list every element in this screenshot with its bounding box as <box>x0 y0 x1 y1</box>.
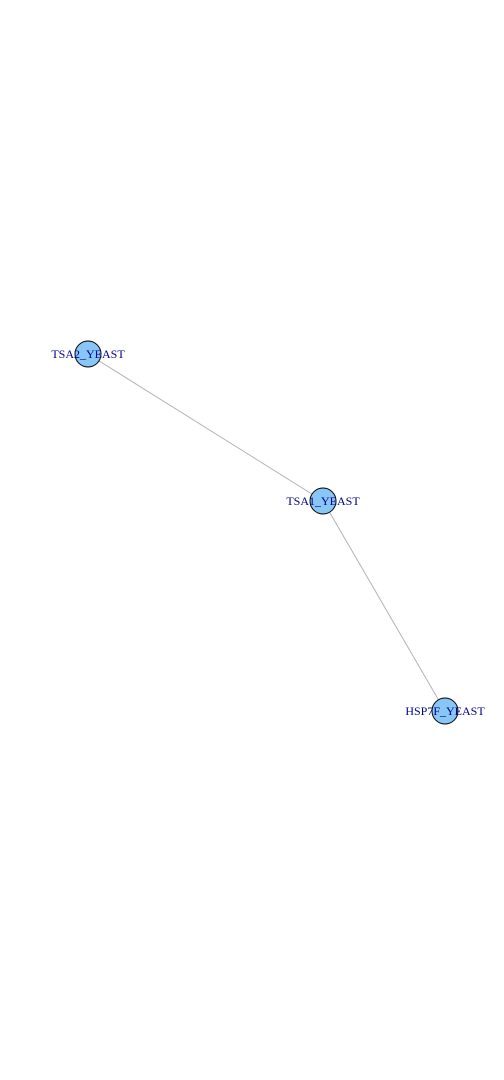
node-hsp7f: HSP7F_YEAST <box>405 697 485 725</box>
edge-tsa2-tsa1 <box>87 353 324 502</box>
node-tsa1: TSA1_YEAST <box>286 487 360 515</box>
edges-layer <box>87 353 446 712</box>
node-circle <box>74 340 102 368</box>
nodes-layer: TSA2_YEAST TSA1_YEAST HSP7F_YEAST <box>51 340 485 725</box>
node-label: TSA2_YEAST <box>51 347 125 361</box>
node-tsa2: TSA2_YEAST <box>51 340 125 368</box>
node-circle <box>431 697 459 725</box>
edge-tsa1-hsp7f <box>322 500 446 712</box>
node-circle <box>309 487 337 515</box>
node-label: TSA1_YEAST <box>286 494 360 508</box>
node-label: HSP7F_YEAST <box>405 704 485 718</box>
